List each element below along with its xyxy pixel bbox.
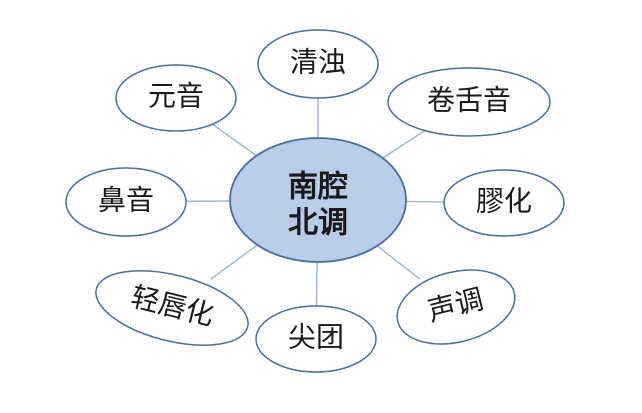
node-yuanyin: 元音: [115, 64, 237, 132]
node-erhua-ellipse: [443, 169, 565, 237]
connector-line: [210, 244, 258, 280]
node-qingzhuo-ellipse: [257, 29, 379, 99]
node-shengdiao-ellipse: [396, 269, 516, 345]
node-juanshe-label: 卷舌音: [427, 84, 511, 117]
node-shengdiao: 声调: [396, 269, 516, 345]
connector-line: [405, 200, 445, 203]
node-qingchun: 轻唇化: [95, 270, 249, 346]
node-jiantuan: 尖团: [255, 305, 377, 373]
center-node: 南腔 北调: [229, 137, 407, 263]
connector-lines: [185, 98, 445, 307]
node-juanshe-ellipse: [387, 67, 551, 137]
center-label-line1: 南腔: [288, 170, 348, 205]
node-biyin-ellipse: [65, 167, 187, 237]
connector-line: [212, 123, 257, 157]
connector-line: [315, 261, 318, 307]
node-qingzhuo-label: 清浊: [290, 46, 346, 79]
node-biyin-label: 鼻音: [98, 184, 154, 217]
node-yuanyin-ellipse: [115, 64, 237, 132]
node-jiantuan-ellipse: [255, 305, 377, 373]
node-juanshe: 卷舌音: [387, 67, 551, 137]
node-yuanyin-label: 元音: [148, 80, 204, 113]
node-erhua-label: 膠化: [476, 185, 532, 218]
node-biyin: 鼻音: [65, 167, 187, 237]
center-label-line2: 北调: [288, 206, 348, 241]
center-ellipse: [229, 137, 407, 263]
node-qingzhuo: 清浊: [257, 29, 379, 99]
node-jiantuan-label: 尖团: [288, 321, 344, 354]
node-erhua: 膠化: [443, 169, 565, 237]
connector-line: [376, 245, 421, 280]
node-qingchun-ellipse: [95, 270, 249, 346]
connector-line: [382, 129, 426, 159]
